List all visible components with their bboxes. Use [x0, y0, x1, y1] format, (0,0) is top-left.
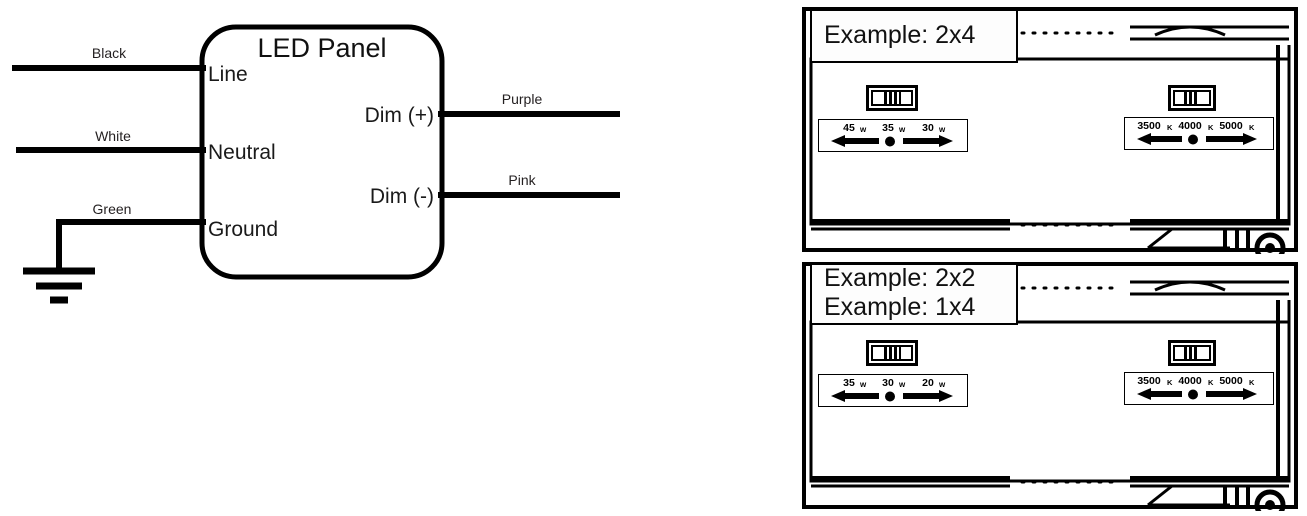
dip-switch-wattage-2x4[interactable] — [866, 85, 918, 111]
dip-switch-cct-2x2[interactable] — [1168, 340, 1216, 366]
cct-option-2-unit: K — [1249, 123, 1255, 132]
wattage-option-1-unit: w — [898, 380, 906, 389]
fixture-right-rail — [1276, 45, 1291, 224]
wattage-option-2-value: 20 — [922, 377, 934, 389]
wattage-selector-2x2[interactable]: 35 w 30 w 20 w — [818, 374, 968, 407]
arrow-left-icon — [1137, 133, 1182, 145]
cct-option-1-unit: K — [1208, 123, 1214, 132]
wire-label-green: Green — [93, 201, 132, 217]
wattage-option-2-unit: w — [938, 125, 946, 134]
wire-label-white: White — [95, 128, 131, 144]
port-label-line: Line — [208, 63, 248, 86]
wattage-selector-2x4[interactable]: 45 w 35 w 30 w — [818, 119, 968, 152]
cct-option-1-value: 4000 — [1178, 120, 1202, 132]
arrow-right-icon — [903, 390, 953, 402]
cct-selector-2x4[interactable]: 3500 K 4000 K 5000 K — [1124, 117, 1274, 150]
arrow-left-icon — [1137, 388, 1182, 400]
wattage-option-1-value: 30 — [882, 377, 894, 389]
dip-switch-cct-2x4[interactable] — [1168, 85, 1216, 111]
led-panel-wiring-schematic: LED Panel Black Line White Neutral Green… — [0, 0, 660, 330]
panel-title: LED Panel — [257, 33, 386, 63]
arrow-right-icon — [903, 135, 953, 147]
cct-option-1-value: 4000 — [1178, 375, 1202, 387]
fixture-illustration-2x2-1x4: Example: 2x2 Example: 1x4 35 w 30 w 20 w — [800, 260, 1300, 511]
wire-green — [56, 219, 206, 269]
fixture-illustration-2x4: Example: 2x4 45 w 35 w 30 w — [800, 5, 1300, 254]
fixture-driver-detail — [1147, 484, 1286, 511]
cct-option-0-value: 3500 — [1137, 120, 1161, 132]
wattage-option-1-unit: w — [898, 125, 906, 134]
arrow-left-icon — [831, 135, 879, 147]
wattage-option-0-unit: w — [859, 380, 867, 389]
example-label-box-2x2-1x4: Example: 2x2 Example: 1x4 — [810, 263, 1018, 325]
selector-dot-icon — [885, 391, 895, 402]
fixture-bottom-rails — [811, 476, 1289, 488]
cct-option-0-unit: K — [1167, 123, 1173, 132]
wire-label-black: Black — [92, 45, 127, 61]
fixture-driver-detail — [1147, 227, 1286, 254]
cct-selector-2x2[interactable]: 3500 K 4000 K 5000 K — [1124, 372, 1274, 405]
fixture-bottom-rails — [811, 219, 1289, 231]
arrow-right-icon — [1206, 133, 1257, 145]
example-label-text-line1: Example: 2x2 — [824, 264, 976, 292]
cct-option-2-value: 5000 — [1219, 120, 1243, 132]
cct-option-0-value: 3500 — [1137, 375, 1161, 387]
wattage-option-0-value: 35 — [843, 377, 855, 389]
example-label-box-2x4: Example: 2x4 — [810, 9, 1018, 63]
example-label-text-line2: Example: 1x4 — [824, 293, 976, 321]
wattage-option-2-value: 30 — [922, 122, 934, 134]
port-label-dim-plus: Dim (+) — [365, 104, 434, 127]
arrow-left-icon — [831, 390, 879, 402]
selector-dot-icon — [1188, 134, 1198, 145]
port-label-ground: Ground — [208, 218, 278, 241]
cct-option-0-unit: K — [1167, 378, 1173, 387]
earth-ground-icon — [23, 267, 95, 304]
port-label-dim-minus: Dim (-) — [370, 185, 434, 208]
arrow-right-icon — [1206, 388, 1257, 400]
wattage-option-0-value: 45 — [843, 122, 855, 134]
selector-dot-icon — [1188, 389, 1198, 400]
selector-dot-icon — [885, 136, 895, 147]
fixture-right-rail — [1276, 300, 1291, 481]
wattage-option-2-unit: w — [938, 380, 946, 389]
cct-option-2-value: 5000 — [1219, 375, 1243, 387]
cct-option-2-unit: K — [1249, 378, 1255, 387]
dip-switch-wattage-2x2[interactable] — [866, 340, 918, 366]
cct-option-1-unit: K — [1208, 378, 1214, 387]
wire-label-purple: Purple — [502, 91, 543, 107]
port-label-neutral: Neutral — [208, 141, 276, 164]
wattage-option-1-value: 35 — [882, 122, 894, 134]
wire-label-pink: Pink — [508, 172, 536, 188]
example-label-text: Example: 2x4 — [824, 20, 976, 49]
wattage-option-0-unit: w — [859, 125, 867, 134]
